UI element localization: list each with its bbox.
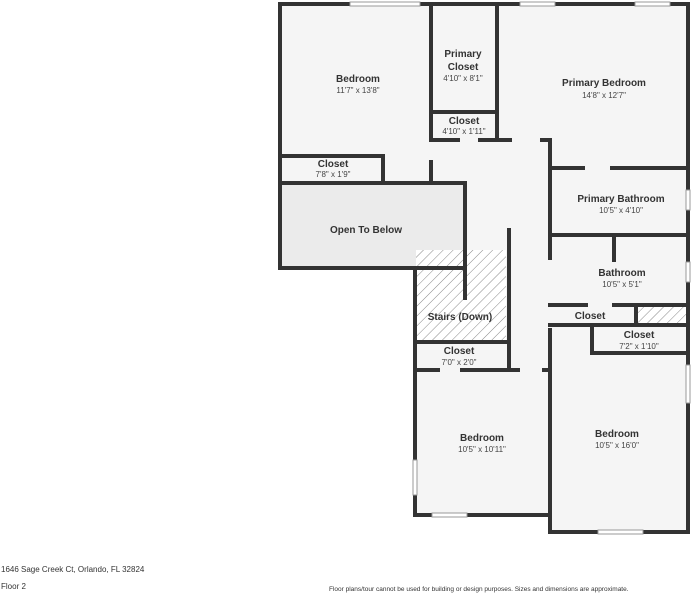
room-name: Primary Bathroom (577, 194, 664, 205)
room-name: Closet (444, 346, 475, 357)
room-labels: Bedroom 11'7" x 13'8" Primary Closet 4'1… (316, 49, 665, 454)
window (634, 1, 671, 7)
address-text: 1646 Sage Creek Ct, Orlando, FL 32824 (1, 565, 145, 574)
room-dims: 10'5" x 16'0" (595, 441, 639, 450)
floor-label: Floor 2 (1, 582, 26, 591)
room-name: Bedroom (336, 74, 380, 85)
window (412, 459, 418, 496)
room-name: Bathroom (598, 268, 645, 279)
room-name: Bedroom (595, 429, 639, 440)
room-name: Closet (575, 311, 606, 322)
room-dims: 7'8" x 1'9" (316, 170, 351, 179)
closet-hatch (638, 306, 686, 324)
room-dims: 4'10" x 1'11" (442, 127, 485, 136)
window (431, 512, 468, 518)
room-dims: 10'5" x 4'10" (599, 206, 643, 215)
window (519, 1, 556, 7)
window (685, 364, 691, 404)
room-name: Open To Below (330, 225, 402, 236)
room-dims: 10'5" x 10'11" (458, 445, 506, 454)
window (685, 189, 691, 211)
room-name: Bedroom (460, 433, 504, 444)
disclaimer-text: Floor plans/tour cannot be used for buil… (329, 586, 629, 593)
room-dims: 11'7" x 13'8" (336, 86, 379, 95)
door-openings (428, 138, 612, 372)
window (685, 261, 691, 283)
room-name: Primary Bedroom (562, 78, 646, 89)
room-dims: 7'2" x 1'10" (619, 342, 659, 351)
room-name: Primary (444, 49, 482, 60)
room-name: Closet (448, 62, 479, 73)
floor-fills (280, 4, 688, 532)
room-name: Stairs (Down) (428, 312, 492, 323)
room-dims: 7'0" x 2'0" (442, 358, 477, 367)
room-name: Closet (624, 330, 655, 341)
room-dims: 4'10" x 8'1" (443, 74, 483, 83)
stairs-hatch (416, 250, 506, 340)
windows (349, 1, 691, 535)
room-dims: 10'5" x 5'1" (602, 280, 642, 289)
room-name: Closet (449, 116, 480, 127)
window (597, 529, 644, 535)
room-dims: 14'8" x 12'7" (582, 91, 626, 100)
room-name: Closet (318, 159, 349, 170)
window (349, 1, 421, 7)
